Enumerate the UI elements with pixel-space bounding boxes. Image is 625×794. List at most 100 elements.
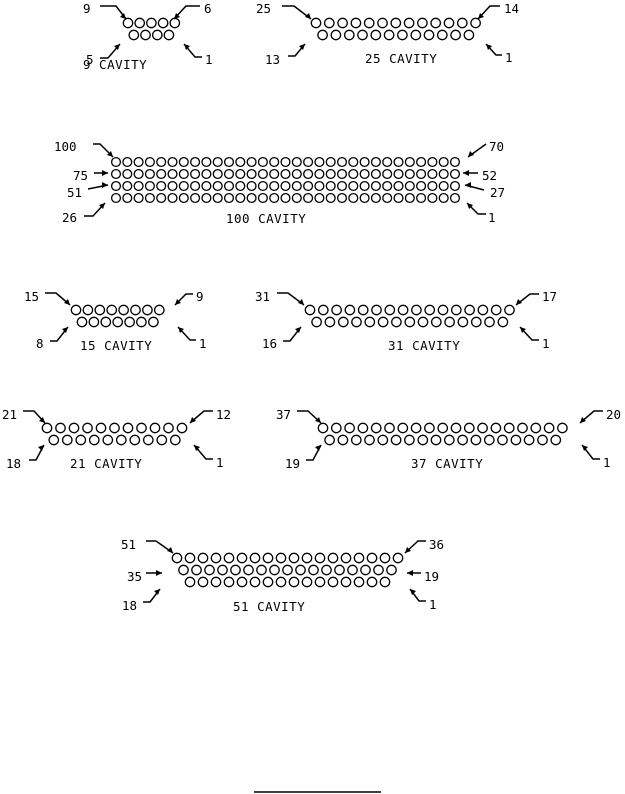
cavity-pin [327,576,339,588]
cavity-pin [353,576,365,588]
pin-leader-line [45,292,71,306]
pin-leader-arrow [295,327,301,333]
cavity-pin [343,29,355,41]
cavity-title: 21 CAVITY [70,456,142,471]
cavity-pin [530,422,542,434]
cavity-pin [246,156,257,168]
cavity-pin [325,192,336,204]
cavity-pin [404,316,416,328]
cavity-pin [201,180,212,192]
pin-leader-arrow [156,570,162,576]
cavity-pin [303,192,314,204]
pin-number-label: 13 [265,52,280,67]
cavity-pin [303,156,314,168]
pin-leader-line [404,540,426,554]
cavity-pin [397,422,409,434]
cavity-pin [393,168,404,180]
cavity-pin [537,434,548,446]
cavity-pin [204,564,215,576]
cavity-pin [288,576,300,588]
cavity-pin [366,552,378,564]
cavity-pin [377,434,389,446]
pin-leader-arrow [467,203,473,209]
cavity-pin [110,168,122,180]
cavity-pin [156,156,167,168]
cavity-pin [235,156,246,168]
cavity-pin [364,316,376,328]
pin-leader-arrow [174,13,180,19]
cavity-pin [449,180,461,192]
cavity-pin [217,564,228,576]
cavity-pin [157,17,169,29]
cavity-pin [393,180,404,192]
cavity-pin [106,304,118,316]
cavity-pin [94,304,106,316]
cavity-pin [249,552,261,564]
cavity-pin [212,180,223,192]
cavity-pin [156,180,167,192]
cavity-pin [430,434,442,446]
cavity-pin [308,564,319,576]
cavity-pin [144,168,155,180]
cavity-pin [449,168,461,180]
cavity-pin [330,29,342,41]
pin-leader-arrow [120,13,126,19]
pin-number-label: 37 [276,407,291,422]
pin-leader-line [93,143,114,158]
cavity-pin [178,192,189,204]
cavity-pin [543,422,555,434]
cavity-pin [82,422,93,434]
cavity-pin [370,168,381,180]
pin-number-label: 1 [505,50,513,65]
cavity-pin [262,552,274,564]
pin-number-label: 70 [489,139,504,154]
cavity-pin [212,168,223,180]
cavity-pin [223,192,235,204]
cavity-pin [210,576,222,588]
cavity-pin [323,17,335,29]
pin-number-label: 1 [603,455,611,470]
cavity-pin [144,156,155,168]
cavity-pin [112,316,124,328]
pin-number-label: 17 [542,289,557,304]
cavity-pin [301,576,313,588]
cavity-pin [314,552,326,564]
cavity-pin [324,434,335,446]
cavity-pin [136,316,147,328]
cavity-pin [325,156,336,168]
cavity-pin [470,434,482,446]
pin-leader-arrow [167,547,173,553]
cavity-pin [201,168,212,180]
cavity-pin [364,434,375,446]
cavity-pin [191,564,202,576]
cavity-pin [197,552,209,564]
cavity-pin [129,434,141,446]
cavity-pin [450,304,462,316]
pin-leader-line [193,444,213,460]
cavity-pin [427,180,438,192]
pin-number-label: 51 [67,185,82,200]
cavity-pin [390,434,402,446]
pin-leader-line [297,410,322,424]
cavity-pin [236,576,248,588]
pin-number-label: 14 [504,1,519,16]
pin-leader-arrow [315,417,321,423]
cavity-pin [163,422,174,434]
cavity-title: 9 CAVITY [83,57,147,72]
cavity-pin [336,192,348,204]
pin-number-label: 19 [424,569,439,584]
cavity-pin [357,29,368,41]
pin-number-label: 31 [255,289,270,304]
pin-leader-arrow [62,327,68,333]
cavity-pin [314,192,325,204]
cavity-pin [269,192,280,204]
cavity-pin [437,304,449,316]
cavity-pin [269,156,280,168]
